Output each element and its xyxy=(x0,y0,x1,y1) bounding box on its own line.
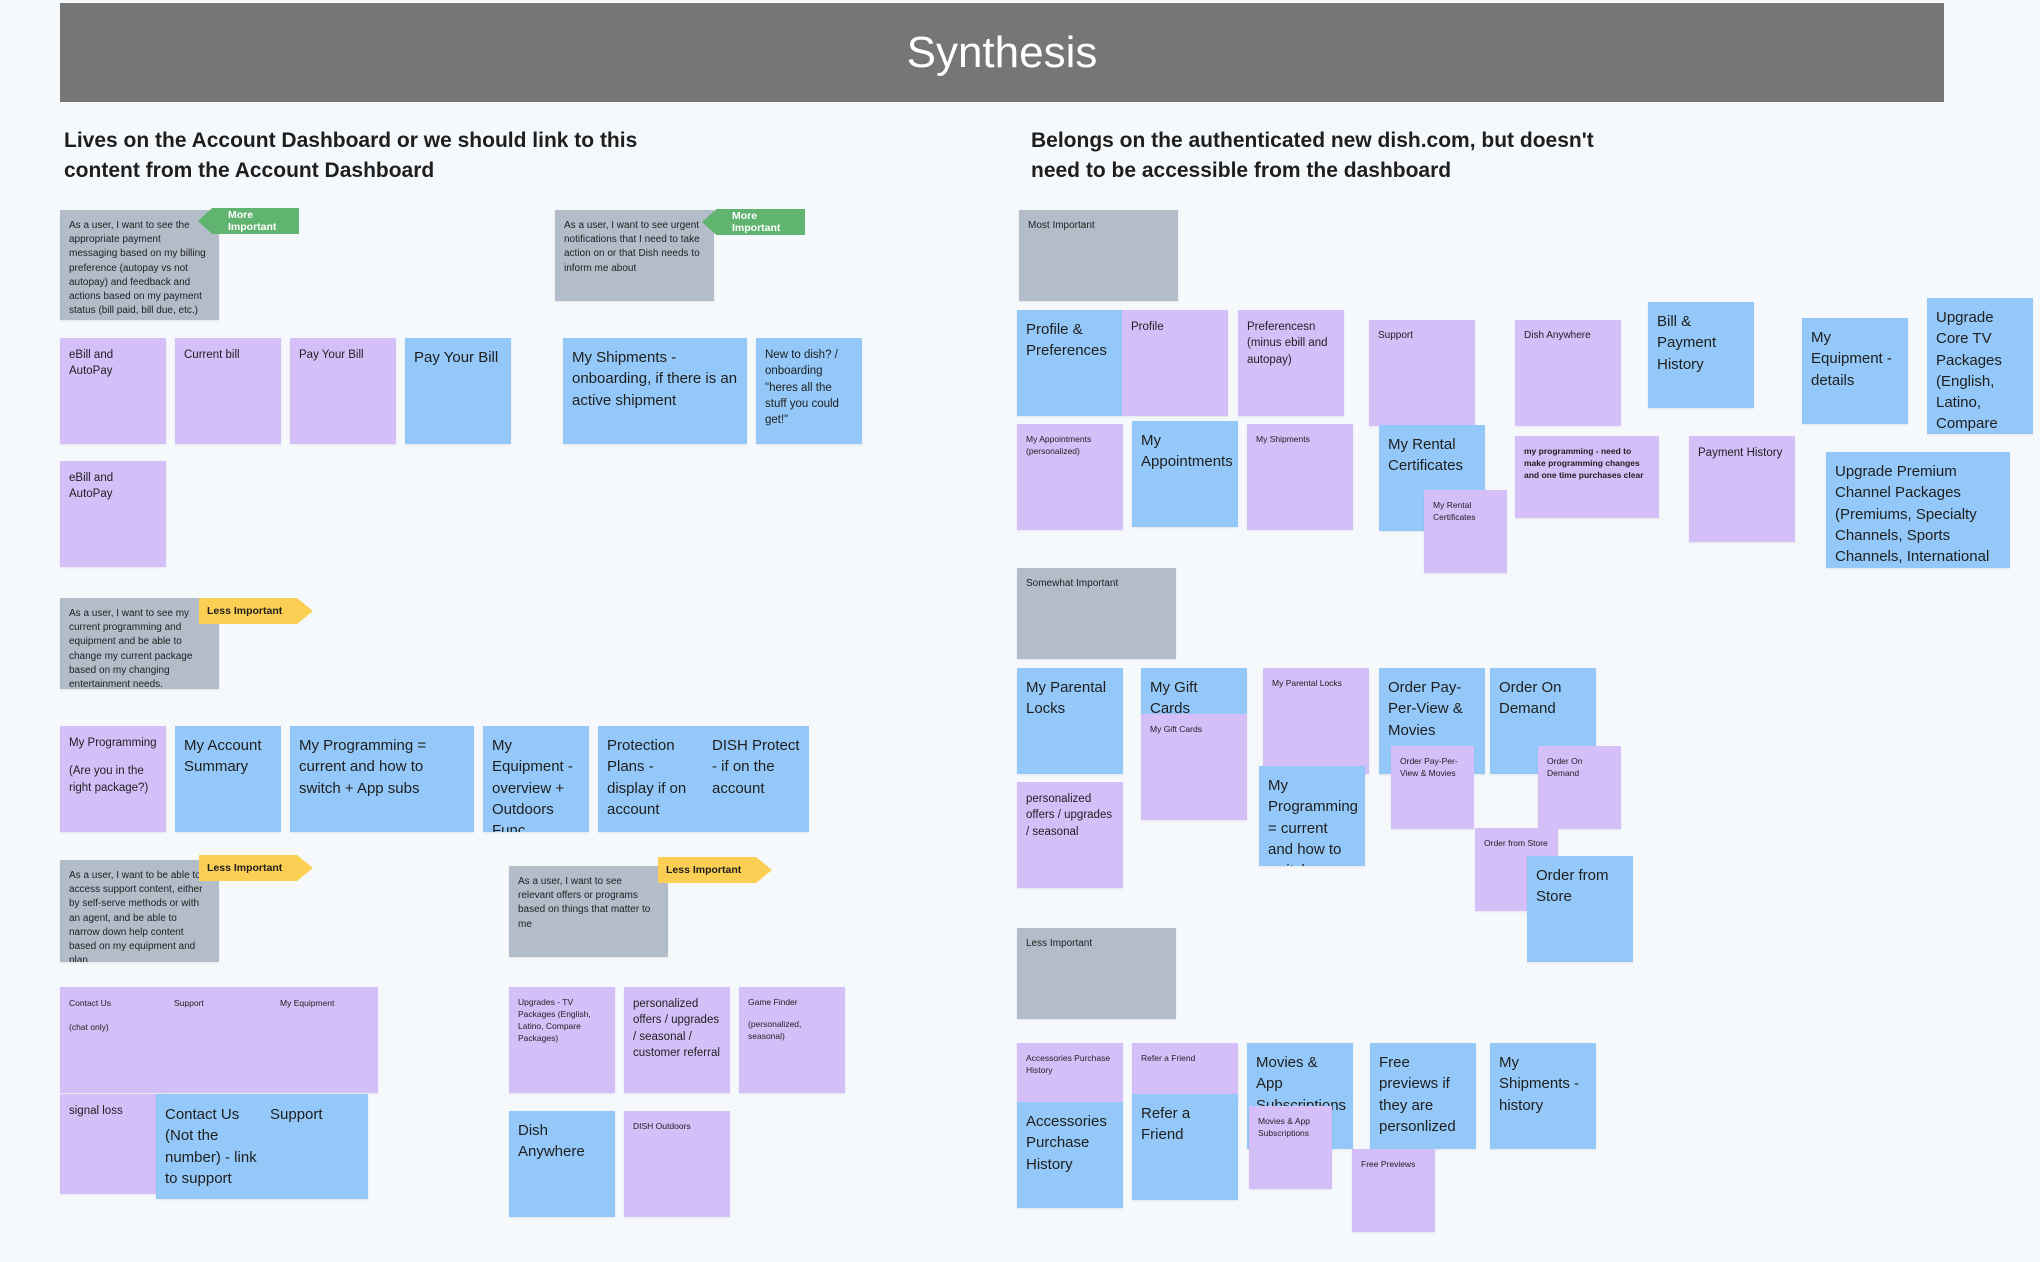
sticky-programming-note[interactable]: my programming - need to make programmin… xyxy=(1515,436,1659,518)
sticky-programming-current[interactable]: My Programming = current and how to swit… xyxy=(290,726,474,832)
sticky-pay-your-bill-small[interactable]: Pay Your Bill xyxy=(290,338,396,444)
sticky-my-programming-title: My Programming xyxy=(69,737,157,749)
sticky-upgrade-core[interactable]: Upgrade Core TV Packages (English, Latin… xyxy=(1927,298,2033,434)
user-story-urgent-notifications[interactable]: As a user, I want to see urgent notifica… xyxy=(555,210,714,301)
user-story-billing[interactable]: As a user, I want to see the appropriate… xyxy=(60,210,219,320)
sticky-payment-history[interactable]: Payment History xyxy=(1689,436,1795,542)
sticky-support-small: Support xyxy=(174,998,204,1008)
sticky-order-ppv-small[interactable]: Order Pay-Per-View & Movies xyxy=(1391,746,1474,829)
sticky-refer-friend[interactable]: Refer a Friend xyxy=(1132,1094,1238,1200)
sticky-programming-switch[interactable]: My Programming = current and how to swit… xyxy=(1259,766,1365,866)
more-important-tag[interactable]: More Important xyxy=(198,208,299,234)
less-important-tag[interactable]: Less Important xyxy=(658,857,772,883)
sticky-support-group[interactable]: Contact Us (chat only) Support My Equipm… xyxy=(60,987,378,1093)
left-section-title: Lives on the Account Dashboard or we sho… xyxy=(64,126,784,186)
user-story-offers[interactable]: As a user, I want to see relevant offers… xyxy=(509,866,668,957)
sticky-game-finder-subtitle: (personalized, seasonal) xyxy=(748,1019,802,1042)
sticky-movies-app-small[interactable]: Movies & App Subscriptions xyxy=(1249,1106,1332,1189)
sticky-current-bill[interactable]: Current bill xyxy=(175,338,281,444)
sticky-personalized-offers-right[interactable]: personalized offers / upgrades / seasona… xyxy=(1017,782,1123,888)
sticky-contact-support[interactable]: Contact Us (Not the number) - link to su… xyxy=(156,1094,368,1199)
user-story-programming[interactable]: As a user, I want to see my current prog… xyxy=(60,598,219,689)
sticky-ebill-autopay-2[interactable]: eBill and AutoPay xyxy=(60,461,166,567)
sticky-appointments-personalized[interactable]: My Appointments (personalized) xyxy=(1017,424,1123,530)
sticky-equipment-overview[interactable]: My Equipment - overview + Outdoors Func xyxy=(483,726,589,832)
right-title-line-1: Belongs on the authenticated new dish.co… xyxy=(1031,129,1594,152)
sticky-bill-payment-history[interactable]: Bill & Payment History xyxy=(1648,302,1754,408)
sticky-personalized-offers[interactable]: personalized offers / upgrades / seasona… xyxy=(624,987,730,1093)
sticky-signal-loss[interactable]: signal loss xyxy=(60,1094,166,1194)
sticky-protection-plans[interactable]: Protection Plans - display if on account xyxy=(598,726,704,832)
sticky-dish-outdoors[interactable]: DISH Outdoors xyxy=(624,1111,730,1217)
sticky-parental-locks[interactable]: My Parental Locks xyxy=(1017,668,1123,774)
sticky-accessories[interactable]: Accessories Purchase History xyxy=(1017,1102,1123,1208)
less-important-tag[interactable]: Less Important xyxy=(199,598,313,624)
sticky-upgrade-premium[interactable]: Upgrade Premium Channel Packages (Premiu… xyxy=(1826,452,2010,568)
sticky-profile[interactable]: Profile xyxy=(1122,310,1228,416)
sticky-order-on-demand-small[interactable]: Order On Demand xyxy=(1538,746,1621,829)
sticky-contact-us-subtitle: (chat only) xyxy=(69,1022,109,1032)
sticky-accessories-small[interactable]: Accessories Purchase History xyxy=(1017,1043,1123,1103)
left-title-line-1: Lives on the Account Dashboard or we sho… xyxy=(64,129,638,152)
sticky-my-programming[interactable]: My Programming (Are you in the right pac… xyxy=(60,726,166,832)
sticky-rental-certificates-small[interactable]: My Rental Certificates xyxy=(1424,490,1507,573)
sticky-profile-preferences[interactable]: Profile & Preferences xyxy=(1017,310,1123,416)
sticky-free-previews-small[interactable]: Free Previews xyxy=(1352,1149,1435,1232)
sticky-shipments-history[interactable]: My Shipments - history xyxy=(1490,1043,1596,1149)
sticky-account-summary[interactable]: My Account Summary xyxy=(175,726,281,832)
right-title-line-2: need to be accessible from the dashboard xyxy=(1031,159,1452,182)
sticky-dish-protect[interactable]: DISH Protect - if on the account xyxy=(703,726,809,832)
sticky-ebill-autopay[interactable]: eBill and AutoPay xyxy=(60,338,166,444)
sticky-game-finder-title: Game Finder xyxy=(748,997,798,1007)
sticky-support[interactable]: Support xyxy=(1369,320,1475,426)
sticky-refer-small[interactable]: Refer a Friend xyxy=(1132,1043,1238,1103)
less-important-tag[interactable]: Less Important xyxy=(199,855,313,881)
sticky-pay-your-bill[interactable]: Pay Your Bill xyxy=(405,338,511,444)
sticky-my-programming-subtitle: (Are you in the right package?) xyxy=(69,765,149,794)
left-title-line-2: content from the Account Dashboard xyxy=(64,159,435,182)
sticky-appointments[interactable]: My Appointments xyxy=(1132,421,1238,527)
sticky-free-previews[interactable]: Free previews if they are personlized xyxy=(1370,1043,1476,1149)
sticky-gift-cards[interactable]: My Gift Cards xyxy=(1141,668,1247,718)
sticky-upgrades-tv[interactable]: Upgrades - TV Packages (English, Latino,… xyxy=(509,987,615,1093)
label-most-important[interactable]: Most Important xyxy=(1019,210,1178,301)
more-important-tag[interactable]: More Important xyxy=(702,209,805,235)
sticky-shipments-onboarding[interactable]: My Shipments - onboarding, if there is a… xyxy=(563,338,747,444)
sticky-new-to-dish[interactable]: New to dish? / onboarding "heres all the… xyxy=(756,338,862,444)
sticky-preferences[interactable]: Preferencesn (minus ebill and autopay) xyxy=(1238,310,1344,416)
sticky-gift-cards-small[interactable]: My Gift Cards xyxy=(1141,714,1247,820)
sticky-support-big: Support xyxy=(270,1106,323,1123)
label-somewhat-important[interactable]: Somewhat Important xyxy=(1017,568,1176,659)
sticky-dish-anywhere[interactable]: Dish Anywhere xyxy=(509,1111,615,1217)
sticky-contact-us-link: Contact Us (Not the number) - link to su… xyxy=(165,1106,257,1187)
sticky-my-equipment-small: My Equipment xyxy=(280,998,335,1008)
sticky-parental-locks-small[interactable]: My Parental Locks xyxy=(1263,668,1369,774)
sticky-game-finder[interactable]: Game Finder (personalized, seasonal) xyxy=(739,987,845,1093)
sticky-shipments-small[interactable]: My Shipments xyxy=(1247,424,1353,530)
right-section-title: Belongs on the authenticated new dish.co… xyxy=(1031,126,1751,186)
sticky-dish-anywhere-small[interactable]: Dish Anywhere xyxy=(1515,320,1621,426)
sticky-order-store[interactable]: Order from Store xyxy=(1527,856,1633,962)
sticky-contact-us-title: Contact Us xyxy=(69,998,112,1008)
sticky-equipment-details[interactable]: My Equipment - details xyxy=(1802,318,1908,424)
label-less-important[interactable]: Less Important xyxy=(1017,928,1176,1019)
user-story-support[interactable]: As a user, I want to be able to access s… xyxy=(60,860,219,962)
board-title: Synthesis xyxy=(60,3,1944,102)
